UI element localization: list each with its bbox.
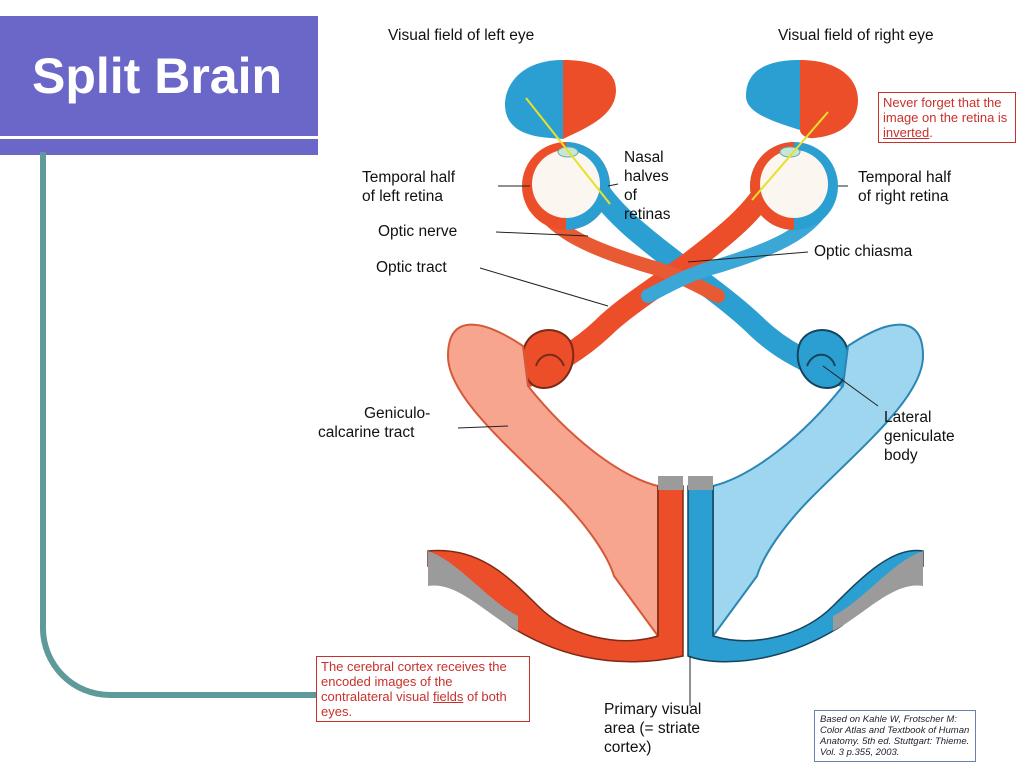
label-optic-chiasma: Optic chiasma xyxy=(814,243,913,260)
left-lateral-geniculate-body xyxy=(521,329,575,390)
left-visual-field xyxy=(505,60,616,139)
diagram-panel: Visual field of left eye Visual field of… xyxy=(316,16,1024,768)
left-cortex-cap xyxy=(658,476,683,490)
note-cortex-end: of both eyes. xyxy=(321,689,507,719)
label-primary-line3: cortex) xyxy=(604,739,652,756)
right-lateral-geniculate-body xyxy=(796,329,850,390)
retina-inverted-note: Never forget that the image on the retin… xyxy=(878,92,1016,143)
label-primary-line1: Primary visual xyxy=(604,701,702,718)
title-bar xyxy=(0,16,330,136)
decorative-frame xyxy=(40,152,360,698)
citation-box: Based on Kahle W, Frotscher M: Color Atl… xyxy=(814,710,976,762)
leader-lines xyxy=(457,183,879,706)
note-retina-emphasis: inverted xyxy=(883,125,930,140)
label-visual-field-right: Visual field of right eye xyxy=(778,27,934,44)
note-retina-text: Never forget that the image on the retin… xyxy=(883,95,1008,125)
label-nasal-line2: halves xyxy=(624,168,669,185)
label-optic-tract: Optic tract xyxy=(376,259,447,276)
title-bar-stripe xyxy=(0,136,330,155)
light-ray-left xyxy=(525,97,611,205)
label-temporal-right-line2: of right retina xyxy=(858,188,949,205)
label-geniculo-line1: Geniculo- xyxy=(364,405,431,422)
note-retina-end: . xyxy=(929,125,933,140)
cortex-contralateral-note: The cerebral cortex receives the encoded… xyxy=(316,656,530,722)
right-eye xyxy=(750,142,838,230)
label-nasal-line1: Nasal xyxy=(624,149,664,166)
visual-pathway-diagram xyxy=(427,60,925,706)
label-lateral-line3: body xyxy=(884,447,918,464)
label-optic-nerve: Optic nerve xyxy=(378,223,458,240)
citation-line2: Color Atlas and Textbook of Human xyxy=(820,725,970,736)
label-temporal-right-line1: Temporal half xyxy=(858,169,952,186)
right-optic-radiation xyxy=(712,323,925,640)
light-ray-right xyxy=(751,111,829,201)
right-cortex-gray xyxy=(833,551,923,631)
left-cortex-gray xyxy=(428,551,518,631)
right-cortex-cap xyxy=(688,476,713,490)
citation-line4: Vol. 3 p.355, 2003. xyxy=(820,747,900,758)
note-cortex-emphasis: fields xyxy=(433,689,464,704)
label-temporal-left-line1: Temporal half xyxy=(362,169,456,186)
label-lateral-line1: Lateral xyxy=(884,409,932,426)
citation-line1: Based on Kahle W, Frotscher M: xyxy=(820,714,957,725)
slide-title: Split Brain xyxy=(32,48,283,104)
label-nasal-line3: of xyxy=(624,187,637,204)
label-geniculo-line2: calcarine tract xyxy=(318,424,415,441)
left-eye xyxy=(522,142,610,230)
label-primary-line2: area (= striate xyxy=(604,720,701,737)
left-optic-radiation xyxy=(446,323,659,640)
right-visual-field xyxy=(746,60,858,139)
label-visual-field-left: Visual field of left eye xyxy=(388,27,535,44)
label-lateral-line2: geniculate xyxy=(884,428,955,445)
label-nasal-line4: retinas xyxy=(624,206,671,223)
citation-line3: Anatomy. 5th ed. Stuttgart: Thieme. xyxy=(820,736,970,747)
label-temporal-left-line2: of left retina xyxy=(362,188,443,205)
note-cortex-text: The cerebral cortex receives the encoded… xyxy=(321,659,507,704)
